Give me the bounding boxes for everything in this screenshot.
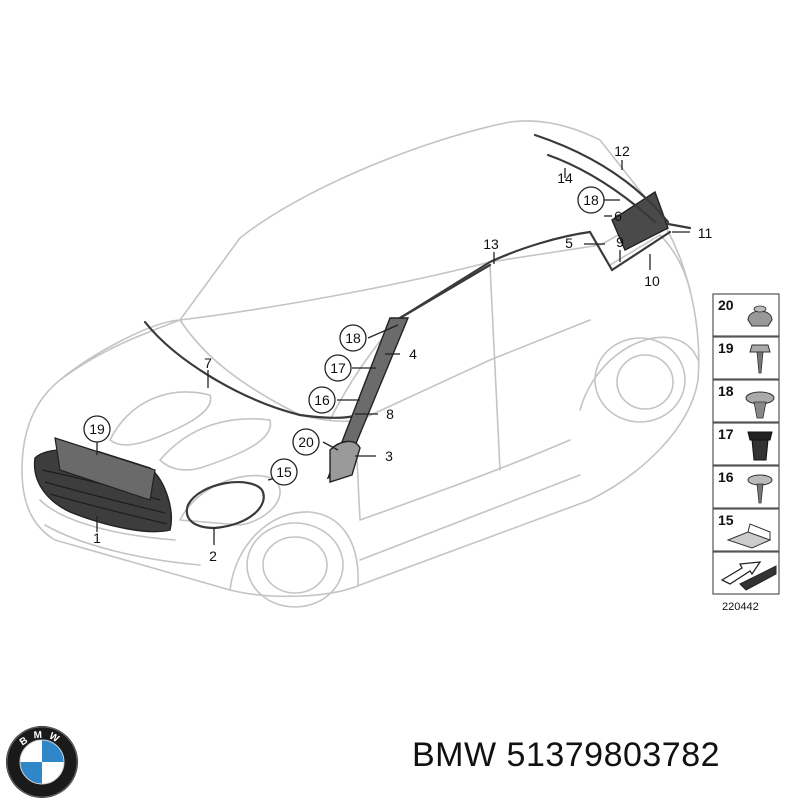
callout-13: 13 <box>483 236 499 252</box>
callout-5: 5 <box>565 235 573 251</box>
svg-text:16: 16 <box>718 469 734 485</box>
arrow-icon <box>720 561 777 591</box>
car-outline <box>21 120 700 608</box>
svg-text:17: 17 <box>330 360 346 376</box>
callout-3: 3 <box>385 448 393 464</box>
callout-10: 10 <box>644 273 660 289</box>
roof-rail <box>533 133 670 224</box>
circled-callout-20: 20 <box>292 428 320 456</box>
rivet-icon <box>745 391 775 419</box>
svg-text:20: 20 <box>298 434 314 450</box>
svg-text:18: 18 <box>718 383 734 399</box>
figure-number: 220442 <box>722 601 759 613</box>
svg-text:15: 15 <box>718 512 734 528</box>
svg-text:18: 18 <box>583 192 599 208</box>
legend-item-19: 19 <box>712 336 780 380</box>
parts-legend: 20 19 18 17 <box>712 293 780 613</box>
callout-1: 1 <box>93 530 101 546</box>
svg-text:15: 15 <box>276 464 292 480</box>
trim-parts <box>33 133 692 533</box>
circled-callout-18-front: 18 <box>339 324 367 352</box>
svg-text:16: 16 <box>314 392 330 408</box>
svg-text:18: 18 <box>345 330 361 346</box>
screw-icon <box>747 474 773 504</box>
headlight-ring <box>185 481 265 530</box>
legend-item-16: 16 <box>712 465 780 509</box>
svg-text:19: 19 <box>89 421 105 437</box>
callouts: 1 2 3 4 5 6 7 8 9 10 10 11 12 13 14 15 1… <box>83 143 713 564</box>
rear-trim <box>666 222 692 230</box>
legend-item-20: 20 <box>712 293 780 337</box>
svg-text:17: 17 <box>718 426 734 442</box>
clip-icon <box>747 310 773 327</box>
bmw-logo: BMW <box>6 726 78 798</box>
legend-item-15: 15 <box>712 508 780 552</box>
legend-item-18: 18 <box>712 379 780 423</box>
leader-lines <box>96 160 690 545</box>
roof-rail-inner <box>546 153 657 224</box>
svg-text:19: 19 <box>718 340 734 356</box>
legend-item-arrow <box>712 551 780 595</box>
roof-trim <box>398 230 592 320</box>
door-frame-trim <box>588 230 614 272</box>
callout-6: 6 <box>614 208 622 224</box>
callout-9: 9 <box>616 234 624 250</box>
callout-8: 8 <box>386 406 394 422</box>
circled-callout-15: 15 <box>270 458 298 486</box>
callout-11-label: 11 <box>698 225 713 241</box>
circled-callout-19: 19 <box>83 415 111 443</box>
screw-icon <box>749 344 771 374</box>
callout-14: 14 <box>557 170 573 186</box>
mirror-triangle <box>329 440 361 483</box>
circled-callout-18-rear: 18 <box>577 186 605 214</box>
bracket-icon <box>726 523 772 549</box>
legend-item-17: 17 <box>712 422 780 466</box>
circled-callout-17: 17 <box>324 354 352 382</box>
part-number-caption: BMW 51379803782 <box>412 736 721 774</box>
svg-text:20: 20 <box>718 297 734 313</box>
callout-7: 7 <box>204 355 212 371</box>
radiator-grille <box>33 437 172 533</box>
callout-12: 12 <box>614 143 630 159</box>
circled-callout-16: 16 <box>308 386 336 414</box>
callout-2: 2 <box>209 548 217 564</box>
callout-4: 4 <box>409 346 417 362</box>
rear-window-trim <box>610 230 672 272</box>
grommet-icon <box>747 431 773 461</box>
